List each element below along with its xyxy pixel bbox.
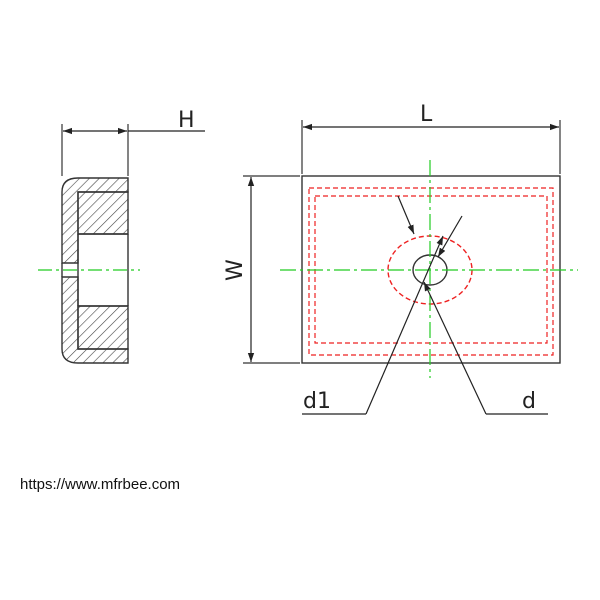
- magnet-section-lower: [77, 305, 129, 350]
- source-url[interactable]: https://www.mfrbee.com: [20, 476, 181, 493]
- hidden-line-outer: [308, 187, 554, 356]
- label-height: H: [178, 108, 195, 133]
- d1-leader: [365, 235, 444, 415]
- d-leader: [423, 281, 487, 415]
- d1-arrow-top: [397, 195, 415, 235]
- hole-section: [61, 233, 129, 307]
- label-inner-diameter: d: [522, 389, 536, 414]
- label-length: L: [420, 102, 433, 127]
- front-plan-view: L W d1 d: [223, 102, 578, 415]
- d-arrow-top: [437, 215, 463, 258]
- side-section-view: H: [38, 108, 205, 364]
- magnet-section-upper: [77, 191, 129, 235]
- label-outer-diameter: d1: [303, 389, 331, 414]
- label-width: W: [223, 259, 248, 281]
